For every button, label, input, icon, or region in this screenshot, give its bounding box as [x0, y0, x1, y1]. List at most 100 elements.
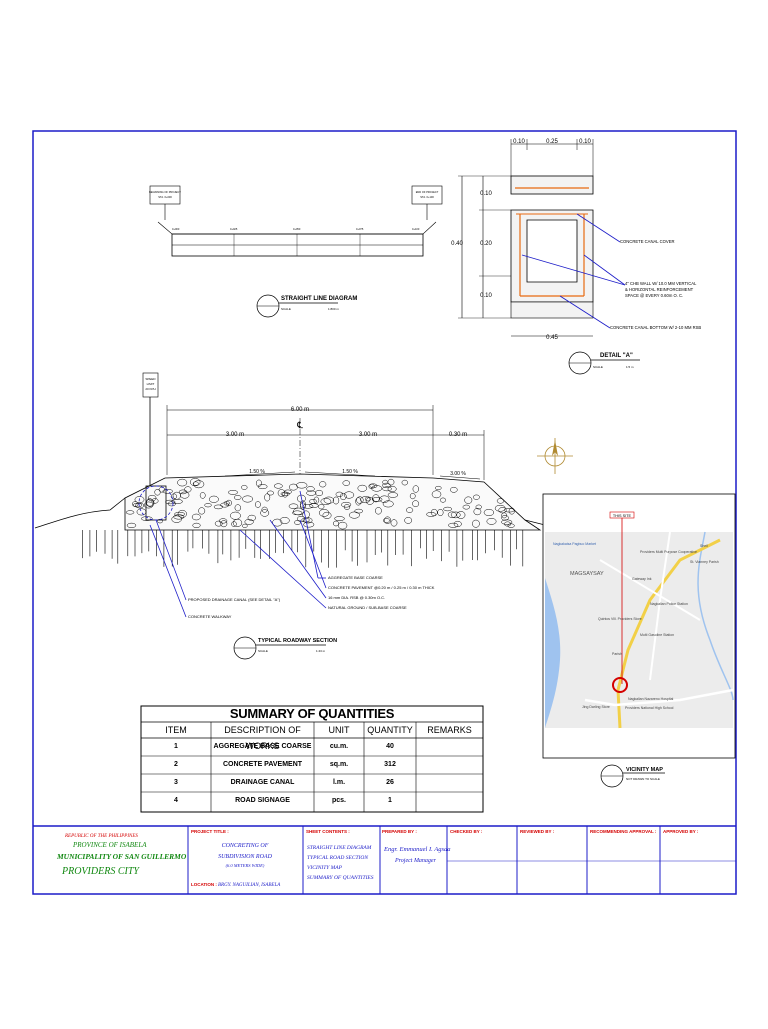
stone	[170, 493, 177, 500]
row-item: 1	[174, 743, 178, 750]
stone	[355, 497, 362, 506]
speed-sign-line1: SPEED	[145, 377, 156, 381]
stone	[382, 486, 392, 492]
stone	[483, 509, 495, 516]
stone	[507, 523, 515, 528]
stone	[319, 481, 327, 488]
begin-sign-line1: BEGINNING OF PROJECT	[149, 190, 181, 194]
place-1: Shell	[700, 544, 708, 548]
site-marker-icon	[612, 677, 628, 693]
stone	[184, 486, 192, 493]
row-unit: cu.m.	[329, 743, 349, 750]
stone	[486, 518, 497, 525]
stone	[297, 494, 306, 503]
stone	[494, 504, 506, 512]
table-row: 1 AGGREGATE BASE COARSE cu.m. 40	[141, 738, 483, 756]
row-item: 2	[174, 761, 178, 768]
note-drainage: PROPOSED DRAINAGE CANAL (SEE DETAIL "A")	[188, 597, 281, 602]
stone	[233, 495, 242, 500]
ground-ticks	[82, 530, 524, 568]
stone	[292, 510, 303, 516]
place-9: Nagkalian Nazareno Hospital	[628, 697, 674, 701]
agency-line2: PROVINCE OF ISABELA	[72, 841, 147, 849]
location-header: LOCATION :	[191, 882, 217, 887]
place-4: MAGSAYSAY	[570, 571, 604, 577]
stone	[501, 515, 509, 521]
stone	[223, 500, 230, 506]
checked-header: CHECKED BY :	[450, 829, 483, 834]
stone	[360, 496, 371, 504]
stone	[192, 522, 201, 528]
stone	[453, 520, 462, 528]
stone	[313, 496, 320, 504]
stone	[279, 517, 290, 524]
stone	[303, 521, 315, 528]
stone	[162, 488, 173, 494]
begin-sign-line2: STA. 0+000	[158, 195, 172, 199]
stone	[412, 500, 420, 508]
note-chb-1: 4" CHB WALL W/ 10.0 MM VERTICAL	[625, 281, 697, 286]
stone	[135, 502, 145, 509]
place-12: Providers National High School	[625, 706, 674, 710]
dim-left-2: 0.20	[480, 241, 492, 247]
stone	[177, 509, 187, 518]
place-10: Parish	[612, 652, 622, 656]
quantities-title: SUMMARY OF QUANTITIES	[229, 706, 395, 721]
stone	[371, 497, 383, 502]
stone	[332, 520, 340, 527]
header-item: ITEM	[165, 725, 187, 735]
stone	[180, 491, 190, 499]
row-quantity: 40	[386, 743, 394, 750]
pavement-layer	[124, 473, 542, 531]
stone	[504, 508, 515, 513]
canal-footing	[510, 301, 594, 319]
agency-line3: MUNICIPALITY OF SAN GUILLERMO	[56, 852, 187, 861]
agency-line1: REPUBLIC OF THE PHILIPPINES	[64, 834, 138, 839]
dim-shoulder: 0.30 m	[449, 432, 467, 438]
dim-left-lane: 3.00 m	[226, 432, 244, 438]
place-6: Nagkalian Police Station	[650, 602, 688, 606]
stone	[508, 507, 515, 515]
sheet-line1: STRAIGHT LINE DIAGRAM	[307, 845, 372, 851]
detail-a-title: DETAIL "A"	[600, 353, 633, 359]
stone	[334, 516, 345, 521]
project-line2: SUBDIVISION ROAD	[218, 854, 272, 860]
project-line3: (6.0 METERS WIDE)	[226, 863, 265, 868]
end-sign-line1: END OF PROJECT	[416, 190, 439, 194]
station-3: 0+075	[356, 227, 364, 231]
station-2: 0+050	[293, 227, 301, 231]
stone	[401, 479, 408, 486]
detail-a-scale-label: SCALE	[593, 365, 603, 369]
stone	[154, 488, 161, 496]
dim-left-1: 0.10	[480, 191, 492, 197]
stone	[443, 506, 452, 512]
note-pavement: CONCRETE PAVEMENT @0.20 m / 0.25 m / 0.3…	[328, 585, 435, 590]
note-canal-bottom: CONCRETE CANAL BOTTOM W/ 2-10 MM RSB	[610, 325, 701, 330]
dim-bottom: 0.45	[546, 335, 558, 341]
stone	[387, 478, 395, 486]
stone	[356, 496, 364, 504]
stone	[191, 513, 201, 521]
stone	[255, 479, 262, 487]
place-5: Gateway Ink	[632, 577, 652, 581]
dim-top-3: 0.10	[579, 139, 591, 145]
row-description: ROAD SIGNAGE	[235, 797, 290, 804]
aggregate-stones	[125, 478, 515, 530]
vicinity-map: THIS SITE Nagkakaisa Pagbuo Market Shell…	[542, 493, 736, 788]
stone	[126, 522, 137, 528]
recommended-header: RECOMMENDING APPROVAL :	[590, 829, 657, 834]
row-unit: sq.m.	[329, 761, 349, 768]
quantities-header-row: ITEM DESCRIPTION OF WORKS UNIT QUANTITY …	[141, 722, 483, 751]
dim-top-1: 0.10	[513, 139, 525, 145]
note-canal-cover: CONCRETE CANAL COVER	[620, 239, 675, 244]
prepared-header: PREPARED BY :	[382, 829, 417, 834]
stone	[288, 483, 298, 491]
stone	[412, 485, 419, 493]
main-road	[616, 538, 721, 729]
row-remarks	[416, 774, 483, 792]
stone	[296, 515, 306, 522]
place-8: Multi Gasoline Station	[640, 633, 674, 637]
stone	[306, 486, 315, 492]
stone	[369, 483, 378, 489]
